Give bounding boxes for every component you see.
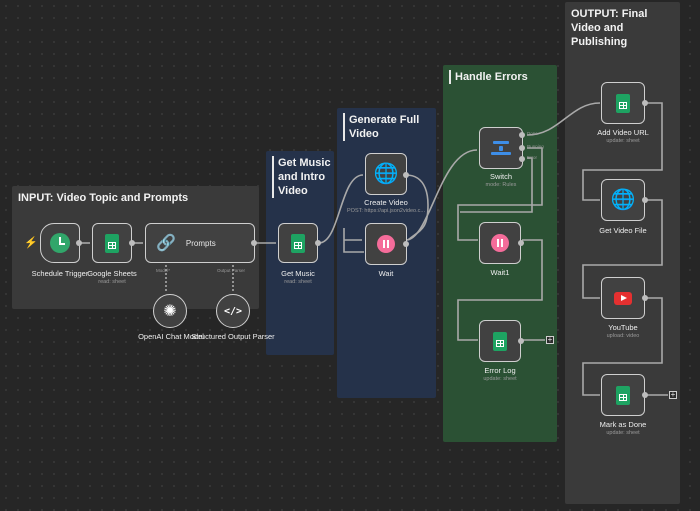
port[interactable] [519,156,525,162]
port[interactable] [519,132,525,138]
trigger-bolt-icon: ⚡ [24,237,38,249]
port[interactable] [642,100,648,106]
youtube-label: YouTube [608,323,638,332]
create-video-label: Create Video [364,198,408,207]
port[interactable] [315,240,321,246]
mark-as-done-node[interactable] [601,374,645,416]
wait1-node[interactable] [479,222,521,264]
mark-as-done-sub: update: sheet [606,430,640,436]
group-input-title: INPUT: Video Topic and Prompts [18,192,189,204]
port[interactable] [403,172,409,178]
sheet-icon [493,331,507,351]
port[interactable] [642,295,648,301]
code-icon: </> [223,305,243,317]
sheet-icon [616,93,630,113]
get-video-file-node[interactable]: 🌐 [601,179,645,221]
sheet-icon [291,233,305,253]
clock-icon [50,233,70,253]
youtube-sub: upload: video [606,333,640,339]
create-video-sub: POST: https://api.json2video.c... [347,208,425,214]
pause-icon [377,235,395,253]
structured-output-parser-node[interactable]: </> [216,294,250,328]
port[interactable] [642,197,648,203]
globe-icon: 🌐 [610,189,636,211]
schedule-trigger-label: Schedule Trigger [31,269,89,278]
prompts-label: Prompts [185,238,216,248]
get-music-node[interactable] [278,223,318,263]
create-video-node[interactable]: 🌐 [365,153,407,195]
port[interactable] [403,241,409,247]
globe-icon: 🌐 [373,163,399,185]
wait-label: Wait [378,269,394,278]
get-video-file-label: Get Video File [599,226,647,235]
error-log-label: Error Log [484,366,516,375]
switch-node[interactable] [479,127,523,169]
port[interactable] [518,338,524,344]
add-video-url-label: Add Video URL [597,128,649,137]
add-video-url-sub: update: sheet [606,138,640,144]
group-errors-title: Handle Errors [449,70,528,84]
group-video-title: Generate Full Video [343,113,433,141]
error-log-sub: update: sheet [483,376,517,382]
wait1-label: Wait1 [490,268,510,277]
switch-out-error: Error [527,155,537,160]
port[interactable] [519,145,525,151]
youtube-icon [614,291,632,305]
switch-out-running: Running [527,144,544,149]
port[interactable] [76,240,82,246]
get-music-sub: read: sheet [284,279,312,285]
port[interactable] [129,240,135,246]
youtube-node[interactable] [601,277,645,319]
port[interactable] [518,240,524,246]
openai-icon: ✺ [163,303,177,320]
openai-chat-model-node[interactable]: ✺ [153,294,187,328]
mark-as-done-add-button[interactable]: + [669,390,677,399]
structured-output-parser-label: Structured Output Parser [191,332,275,341]
error-log-add-button[interactable]: + [546,335,554,344]
wait-node[interactable] [365,223,407,265]
switch-icon [491,139,511,157]
group-music-title: Get Music and Intro Video [272,156,332,198]
pause-icon [491,234,509,252]
switch-sub: mode: Rules [485,182,517,188]
port[interactable] [251,240,257,246]
get-music-label: Get Music [281,269,315,278]
mark-as-done-label: Mark as Done [599,420,647,429]
schedule-trigger-node[interactable] [40,223,80,263]
google-sheets-label: Google Sheets [87,269,137,278]
openai-chat-model-label: OpenAI Chat Model [138,332,204,341]
link-icon: 🔗 [156,235,176,252]
prompts-node[interactable]: 🔗 Prompts [145,223,255,263]
google-sheets-node[interactable] [92,223,132,263]
error-log-node[interactable] [479,320,521,362]
group-output-title: OUTPUT: Final Video and Publishing [571,8,648,48]
port-parser-label: Output Parser [217,268,246,273]
switch-label: Switch [489,172,513,181]
google-sheets-sub: read: sheet [98,279,126,285]
port-model-label: Model* [156,268,171,273]
sheet-icon [616,385,630,405]
sheet-icon [105,233,119,253]
port[interactable] [642,392,648,398]
switch-out-done: Done [527,131,538,136]
add-video-url-node[interactable] [601,82,645,124]
